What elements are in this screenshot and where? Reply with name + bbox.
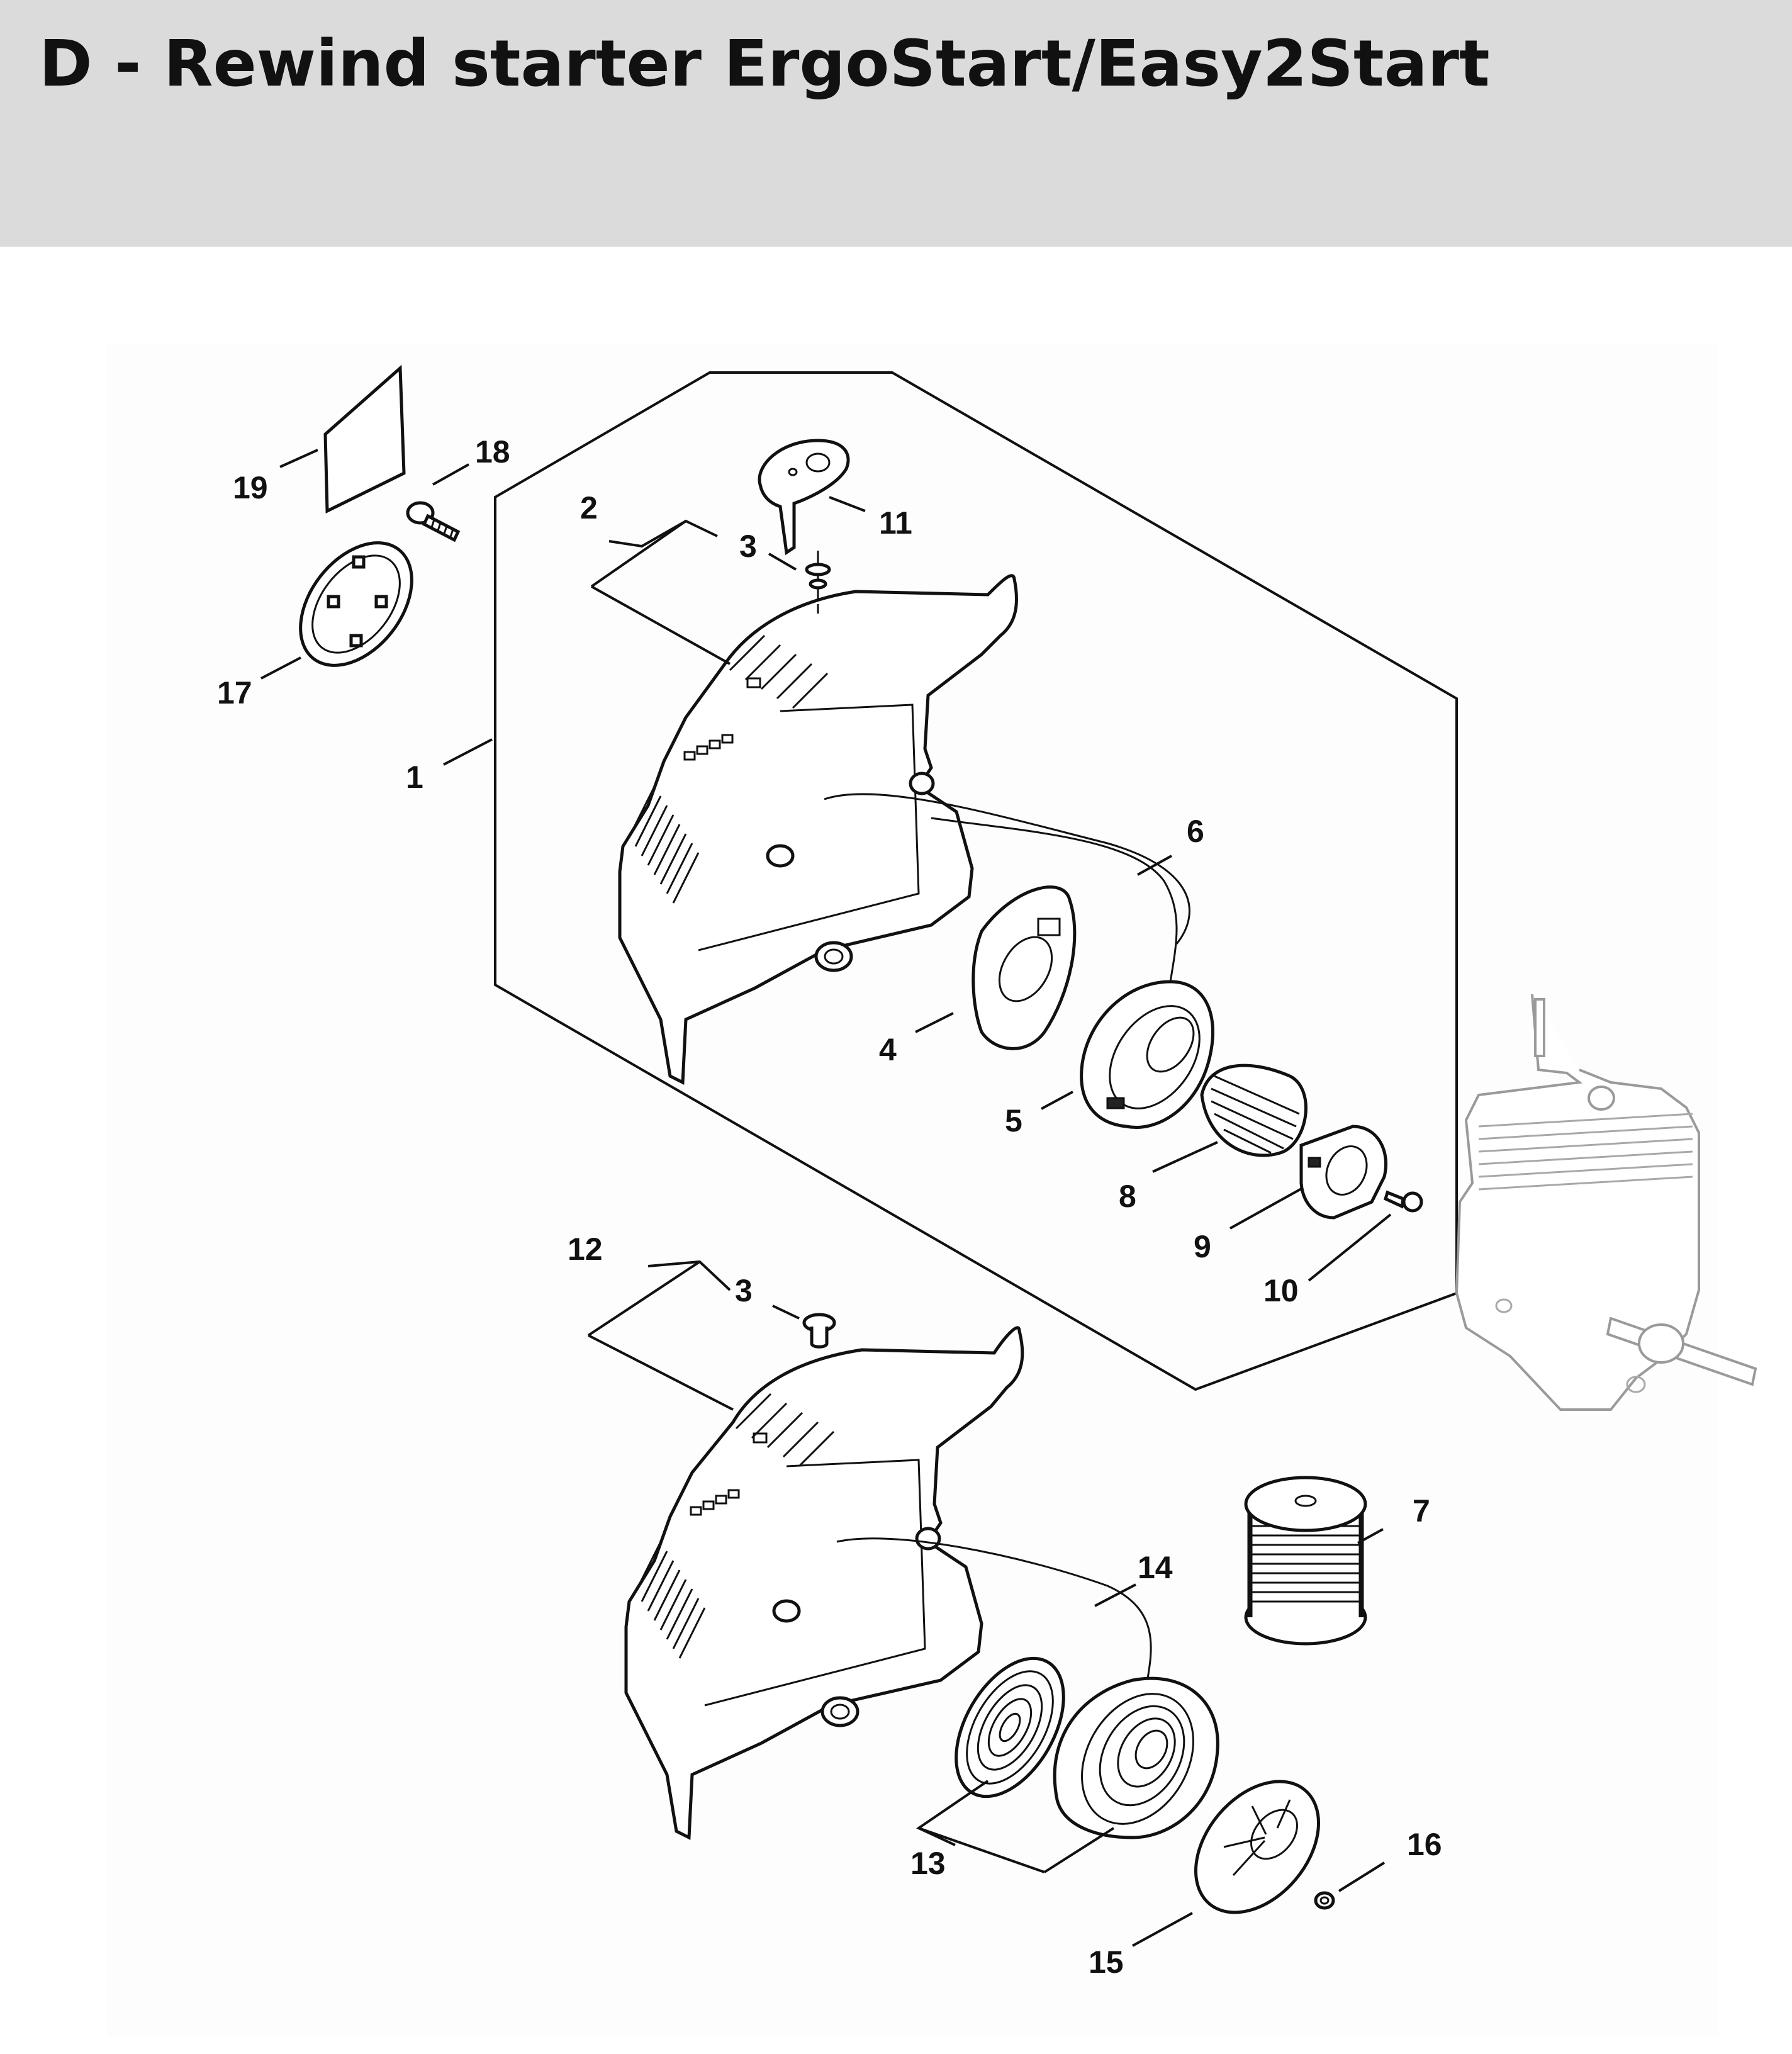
rewind-spring-upper-part <box>1200 1063 1308 1157</box>
callout-8: 8 <box>1119 1179 1136 1214</box>
rope-bushing-lower-part <box>802 1313 836 1349</box>
callout-4: 4 <box>879 1032 897 1067</box>
exploded-parts-diagram: 19 18 17 1 2 3 11 6 4 5 8 9 10 12 3 7 14… <box>107 343 1757 2036</box>
callout-labels: 19 18 17 1 2 3 11 6 4 5 8 9 10 12 3 7 14… <box>217 434 1442 1980</box>
callout-14: 14 <box>1138 1550 1173 1585</box>
callout-3-lower: 3 <box>735 1273 753 1308</box>
starter-rope-lower-part <box>836 1537 1152 1693</box>
callout-19: 19 <box>233 470 268 505</box>
spring-housing-cover-part <box>972 885 1077 1050</box>
cover-disc-part <box>1194 1780 1321 1914</box>
callout-3-upper: 3 <box>739 529 757 564</box>
callout-7: 7 <box>1413 1493 1430 1529</box>
callout-12: 12 <box>568 1232 603 1267</box>
page-title: D - Rewind starter ErgoStart/Easy2Start <box>39 26 1490 101</box>
callout-15: 15 <box>1089 1945 1124 1980</box>
callout-11: 11 <box>879 505 912 541</box>
title-bar: D - Rewind starter ErgoStart/Easy2Start <box>0 0 1792 247</box>
screw-part <box>406 501 461 542</box>
screw-small-part <box>1383 1190 1423 1213</box>
starter-grip-part <box>758 439 850 556</box>
rope-rotor-lower-part <box>1053 1676 1219 1839</box>
rope-spool-part <box>1244 1476 1367 1646</box>
callout-17: 17 <box>217 675 252 710</box>
callout-13: 13 <box>910 1846 946 1881</box>
callout-9: 9 <box>1194 1229 1211 1264</box>
washer-plate-part <box>299 541 413 667</box>
engine-reference-part <box>1455 994 1757 1411</box>
assembly-boundary <box>494 371 1458 1391</box>
callout-6: 6 <box>1187 814 1204 849</box>
callout-10: 10 <box>1263 1273 1299 1308</box>
fan-housing-upper-part <box>618 574 1190 1085</box>
rope-rotor-upper-part <box>1080 980 1214 1129</box>
label-sheet-part <box>323 364 406 514</box>
pawl-carrier-part <box>1299 1125 1388 1220</box>
callout-2: 2 <box>580 490 598 525</box>
rope-bushing-upper-part <box>805 551 831 604</box>
clip-part <box>1314 1891 1335 1910</box>
callout-18: 18 <box>475 434 510 469</box>
rewind-spring-lower-part <box>955 1656 1065 1799</box>
callout-5: 5 <box>1005 1103 1022 1138</box>
callout-16: 16 <box>1407 1827 1442 1862</box>
callout-1: 1 <box>406 760 423 795</box>
leader-lines <box>260 449 1392 1947</box>
